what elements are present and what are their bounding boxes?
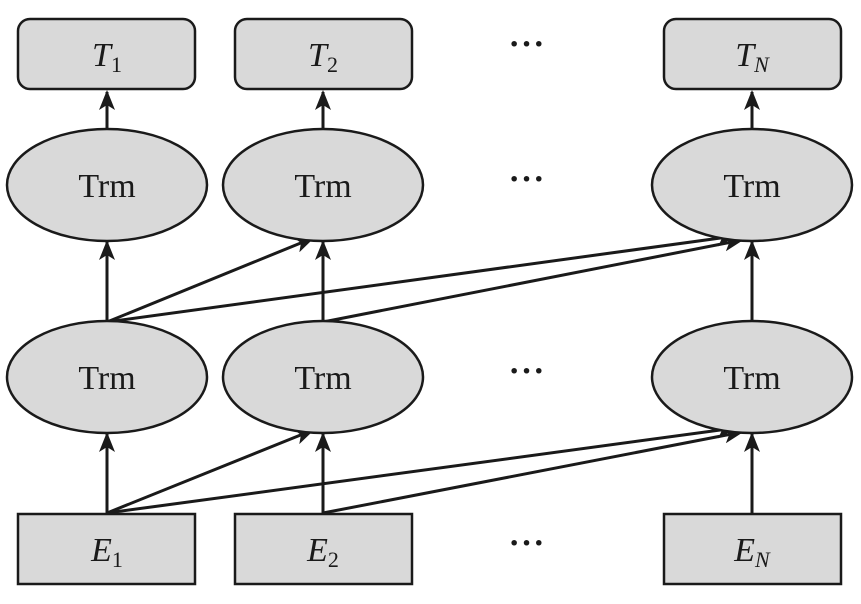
output-label-t2: T2 [308, 37, 338, 77]
input-label-e1: E1 [90, 532, 123, 572]
output-box-t1: T1 [16, 17, 197, 91]
layer2-ellipsis: ··· [508, 161, 545, 198]
output-box-tn: TN [662, 17, 843, 91]
trm-node-layer2-1: Trm [5, 127, 209, 243]
trm-node-layer1-n: Trm [650, 319, 854, 435]
input-row: E1 E2 EN ··· [16, 512, 843, 586]
edges [99, 90, 760, 515]
edge-trm1-1-to-trm2-2 [106, 236, 315, 324]
output-label-tn: TN [735, 37, 770, 77]
input-ellipsis: ··· [508, 525, 545, 562]
input-label-e2: E2 [306, 532, 339, 572]
edge-e1-to-trm1-2 [106, 428, 315, 515]
edge-trm1-2-to-trm2-n [322, 235, 744, 324]
trm-layer-1: Trm Trm Trm ··· [5, 319, 854, 435]
trm-label: Trm [78, 360, 135, 397]
output-label-t1: T1 [92, 37, 122, 77]
trm-node-layer2-2: Trm [221, 127, 425, 243]
layer1-ellipsis: ··· [508, 353, 545, 390]
trm-label: Trm [294, 360, 351, 397]
output-box-t2: T2 [233, 17, 414, 91]
trm-layer-2: Trm Trm Trm ··· [5, 127, 854, 243]
input-label-en: EN [733, 532, 771, 572]
trm-node-layer1-1: Trm [5, 319, 209, 435]
input-box-e2: E2 [233, 512, 414, 586]
edge-e1-to-trm1-n [106, 422, 737, 515]
edge-trm1-1-to-trm2-n [106, 230, 737, 324]
input-box-e1: E1 [16, 512, 197, 586]
trm-label: Trm [294, 168, 351, 205]
trm-node-layer2-n: Trm [650, 127, 854, 243]
trm-label: Trm [723, 168, 780, 205]
output-ellipsis: ··· [508, 26, 545, 63]
output-row: T1 T2 TN ··· [16, 17, 843, 91]
edge-e2-to-trm1-n [322, 427, 744, 515]
input-box-en: EN [662, 512, 843, 586]
trm-label: Trm [723, 360, 780, 397]
trm-node-layer1-2: Trm [221, 319, 425, 435]
trm-label: Trm [78, 168, 135, 205]
